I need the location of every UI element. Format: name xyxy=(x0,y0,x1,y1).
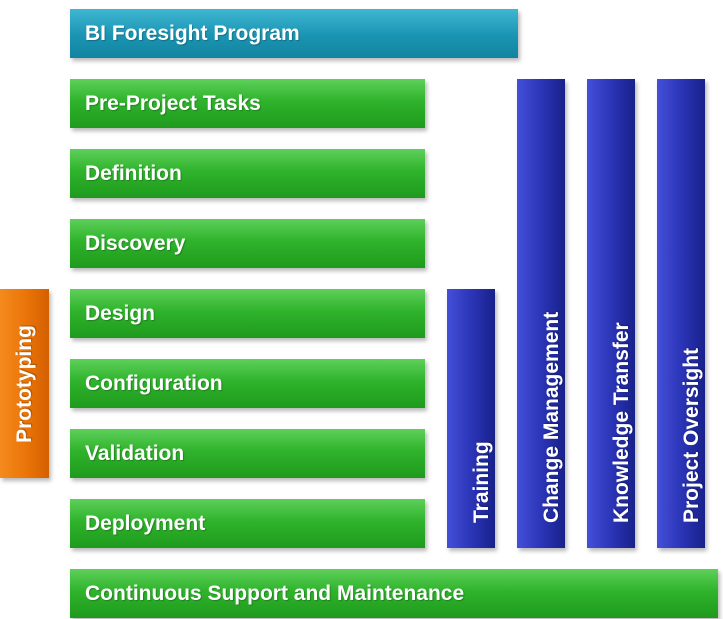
pillar-change-management: Change Management xyxy=(517,79,565,548)
pillar-knowledge-transfer: Knowledge Transfer xyxy=(587,79,635,548)
phase-deployment: Deployment xyxy=(70,499,425,548)
phase-label: Validation xyxy=(85,441,185,465)
phase-validation: Validation xyxy=(70,429,425,478)
phase-definition: Definition xyxy=(70,149,425,198)
phase-configuration: Configuration xyxy=(70,359,425,408)
phase-design: Design xyxy=(70,289,425,338)
pillar-label: Knowledge Transfer xyxy=(610,322,633,523)
phase-pre-project-tasks: Pre-Project Tasks xyxy=(70,79,425,128)
phase-label: Pre-Project Tasks xyxy=(85,91,261,115)
phase-label: Configuration xyxy=(85,371,223,395)
phase-label: Design xyxy=(85,301,156,325)
prototyping-label: Prototyping xyxy=(12,324,36,443)
prototyping-bar: Prototyping xyxy=(0,289,49,478)
pillar-label: Training xyxy=(470,441,493,523)
phase-label: Discovery xyxy=(85,231,186,255)
support-label: Continuous Support and Maintenance xyxy=(85,581,465,605)
program-label: BI Foresight Program xyxy=(85,21,300,45)
pillar-label: Project Oversight xyxy=(680,347,703,523)
pillar-label: Change Management xyxy=(540,311,563,523)
phase-label: Deployment xyxy=(85,511,206,535)
pillar-training: Training xyxy=(447,289,495,548)
support-bar: Continuous Support and Maintenance xyxy=(70,569,718,618)
phase-label: Definition xyxy=(85,161,182,185)
program-bar: BI Foresight Program xyxy=(70,9,518,58)
phase-discovery: Discovery xyxy=(70,219,425,268)
pillar-project-oversight: Project Oversight xyxy=(657,79,705,548)
